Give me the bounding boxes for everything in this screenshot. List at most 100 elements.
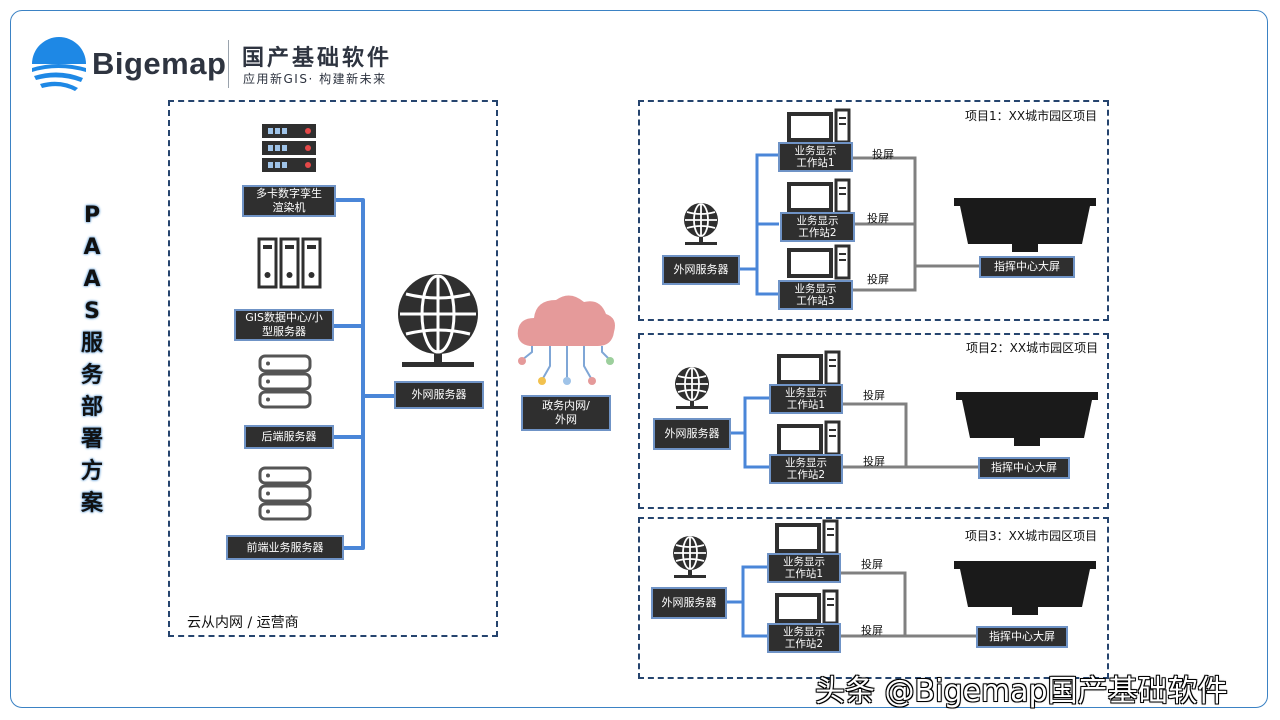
project-1-box <box>638 100 1109 321</box>
brand-tagline: 应用新GIS· 构建新未来 <box>243 72 387 86</box>
label-line: 外网服务器 <box>673 263 729 276</box>
frontend-server-label: 前端业务服务器 <box>226 535 344 560</box>
side-title-char: 服 <box>80 331 103 356</box>
brand-name: Bigemap <box>92 46 227 81</box>
project-1-cast-label: 投屏 <box>872 148 894 161</box>
label-line: 工作站1 <box>796 157 835 169</box>
globe-network-icon <box>398 274 478 367</box>
label-line: 型服务器 <box>262 325 306 338</box>
label-line: 工作站3 <box>796 295 835 307</box>
side-title-char: A <box>83 235 101 260</box>
label-line: 工作站1 <box>786 399 826 411</box>
globe-network-icon <box>675 367 709 409</box>
label-line: 业务显示 <box>794 145 837 157</box>
gis-data-center-label: GIS数据中心/小 型服务器 <box>234 309 334 341</box>
label-line: 业务显示 <box>785 457 827 469</box>
side-title-char: 署 <box>80 427 103 452</box>
cloud-intranet-label: 云从内网 / 运营商 <box>187 615 299 631</box>
bigemap-logo-icon <box>32 37 86 91</box>
workstation-icon <box>787 178 851 214</box>
brand-separator <box>228 40 229 88</box>
project-1-workstation-2-label: 业务显示 工作站2 <box>780 212 855 242</box>
database-icon <box>258 466 312 521</box>
gateway-server-label: 外网服务器 <box>394 381 484 409</box>
label-line: 业务显示 <box>783 556 825 568</box>
label-line: 后端服务器 <box>261 430 317 443</box>
label-line: 业务显示 <box>785 387 827 399</box>
file-cabinet-icon <box>257 237 322 289</box>
label-line: 业务显示 <box>794 283 837 295</box>
backend-server-label: 后端服务器 <box>244 425 334 449</box>
label-line: 多卡数字孪生 <box>256 187 322 200</box>
label-line: 业务显示 <box>796 215 839 227</box>
side-title-char: 案 <box>80 491 103 516</box>
big-screen-icon <box>954 198 1096 252</box>
server-rack-icon <box>262 124 316 172</box>
label-line: 工作站2 <box>798 227 837 239</box>
side-title-char: 务 <box>80 363 103 388</box>
brand-cn-name: 国产基础软件 <box>242 46 393 71</box>
label-line: GIS数据中心/小 <box>245 311 323 324</box>
project-1-workstation-3-label: 业务显示 工作站3 <box>778 280 853 310</box>
label-line: 外网 <box>555 413 577 426</box>
project-3-workstation-1-label: 业务显示 工作站1 <box>767 553 841 583</box>
workstation-icon <box>777 350 841 386</box>
side-title: P A A S 服 务 部 署 方 案 <box>72 200 112 520</box>
project-2-workstation-1-label: 业务显示 工作站1 <box>769 384 843 414</box>
label-line: 指挥中心大屏 <box>991 461 1057 474</box>
project-3-screen-label: 指挥中心大屏 <box>976 626 1068 648</box>
workstation-icon <box>775 519 839 555</box>
big-screen-icon <box>956 392 1098 446</box>
database-icon <box>258 354 312 409</box>
big-screen-icon <box>954 561 1096 615</box>
project-2-workstation-2-label: 业务显示 工作站2 <box>769 454 843 484</box>
globe-network-icon <box>673 536 707 578</box>
workstation-icon <box>787 108 851 144</box>
label-line: 工作站2 <box>786 469 826 481</box>
label-line: 指挥中心大屏 <box>989 630 1055 643</box>
side-title-char: P <box>83 203 101 228</box>
label-line: 业务显示 <box>783 626 825 638</box>
workstation-icon <box>787 244 851 280</box>
label-line: 渲染机 <box>272 201 306 214</box>
project-3-server-label: 外网服务器 <box>651 587 727 619</box>
workstation-icon <box>777 420 841 456</box>
label-line: 前端业务服务器 <box>246 540 324 554</box>
side-title-char: 方 <box>80 459 103 484</box>
side-title-char: A <box>83 267 101 292</box>
project-3-title: 项目3：XX城市园区项目 <box>965 529 1098 543</box>
workstation-icon <box>775 589 839 625</box>
globe-network-icon <box>684 203 718 245</box>
project-2-box <box>638 333 1109 509</box>
label-line: 工作站1 <box>784 568 824 580</box>
project-3-cast-label: 投屏 <box>861 624 883 637</box>
project-1-workstation-1-label: 业务显示 工作站1 <box>778 142 853 172</box>
label-line: 工作站2 <box>784 638 824 650</box>
project-1-screen-label: 指挥中心大屏 <box>979 256 1075 278</box>
cloud-intranet-box <box>168 100 498 637</box>
watermark: 头条 @Bigemap国产基础软件 <box>815 674 1228 709</box>
project-3-workstation-2-label: 业务显示 工作站2 <box>767 623 841 653</box>
side-title-char: S <box>84 299 100 324</box>
label-line: 外网服务器 <box>411 388 467 401</box>
project-2-cast-label: 投屏 <box>863 455 885 468</box>
side-title-char: 部 <box>80 395 103 420</box>
project-2-title: 项目2：XX城市园区项目 <box>966 341 1099 355</box>
label-line: 指挥中心大屏 <box>994 260 1060 273</box>
gov-network-label: 政务内网/ 外网 <box>521 395 611 431</box>
project-3-cast-label: 投屏 <box>861 558 883 571</box>
label-line: 外网服务器 <box>661 596 717 609</box>
render-server-label: 多卡数字孪生 渲染机 <box>242 185 336 217</box>
slide-frame <box>10 10 1268 708</box>
project-2-screen-label: 指挥中心大屏 <box>978 457 1070 479</box>
project-1-cast-label: 投屏 <box>867 212 889 225</box>
project-1-server-label: 外网服务器 <box>662 255 740 285</box>
project-1-title: 项目1：XX城市园区项目 <box>965 109 1098 123</box>
label-line: 外网服务器 <box>664 427 720 440</box>
cloud-network-icon <box>517 295 615 385</box>
label-line: 政务内网/ <box>542 399 590 412</box>
project-2-cast-label: 投屏 <box>863 389 885 402</box>
project-3-box <box>638 517 1109 679</box>
project-1-cast-label: 投屏 <box>867 273 889 286</box>
